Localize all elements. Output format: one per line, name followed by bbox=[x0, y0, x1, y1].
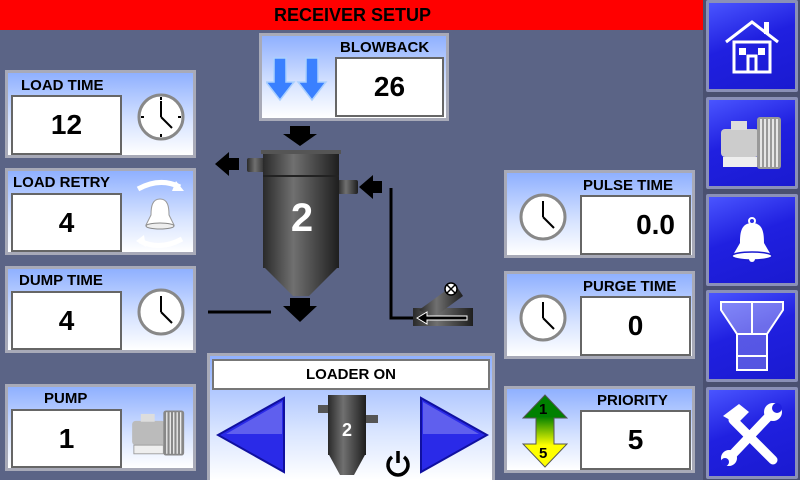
tools-icon bbox=[721, 403, 782, 466]
loader-receiver-number: 2 bbox=[341, 420, 352, 440]
blower-icon bbox=[721, 117, 781, 169]
home-icon bbox=[725, 20, 779, 74]
load-time-label: LOAD TIME bbox=[21, 77, 104, 94]
load-time-panel: LOAD TIME 12 bbox=[5, 70, 196, 158]
power-icon[interactable] bbox=[385, 449, 411, 477]
page-title: RECEIVER SETUP bbox=[0, 0, 705, 30]
pump-label: PUMP bbox=[44, 390, 88, 407]
loader-status: LOADER ON bbox=[212, 359, 490, 390]
clock-icon bbox=[137, 288, 185, 336]
hopper-button[interactable] bbox=[706, 290, 798, 382]
loader-receiver-icon bbox=[318, 395, 382, 477]
blower-icon bbox=[128, 407, 190, 459]
blowback-arrows-icon bbox=[266, 56, 330, 102]
clock-icon bbox=[519, 294, 567, 342]
load-retry-field[interactable]: 4 bbox=[11, 193, 122, 252]
retry-bell-icon bbox=[134, 177, 186, 251]
load-retry-panel: LOAD RETRY 4 bbox=[5, 168, 196, 255]
next-loader-button[interactable] bbox=[419, 396, 489, 474]
tools-button[interactable] bbox=[706, 387, 798, 479]
alarm-bell-icon bbox=[731, 217, 773, 262]
blowback-field[interactable]: 26 bbox=[335, 57, 444, 117]
previous-loader-button[interactable] bbox=[216, 396, 286, 474]
priority-top-label: 1 bbox=[539, 401, 548, 418]
priority-label: PRIORITY bbox=[597, 392, 668, 409]
home-button[interactable] bbox=[706, 0, 798, 92]
purge-time-label: PURGE TIME bbox=[583, 278, 677, 295]
priority-field[interactable]: 5 bbox=[580, 410, 691, 470]
purge-time-field[interactable]: 0 bbox=[580, 296, 691, 356]
pump-button[interactable] bbox=[706, 97, 798, 189]
dump-time-panel: DUMP TIME 4 bbox=[5, 266, 196, 353]
hopper-icon bbox=[720, 301, 784, 371]
receiver-number: 2 bbox=[290, 196, 314, 240]
loader-panel: LOADER ON 2 bbox=[207, 353, 495, 480]
dump-time-label: DUMP TIME bbox=[19, 272, 103, 289]
pulse-time-field[interactable]: 0.0 bbox=[580, 195, 691, 255]
clock-icon bbox=[137, 93, 185, 141]
pump-panel: PUMP 1 bbox=[5, 384, 196, 471]
blowback-label: BLOWBACK bbox=[340, 39, 430, 56]
pulse-time-label: PULSE TIME bbox=[583, 177, 674, 194]
priority-panel: PRIORITY 5 1 5 bbox=[504, 386, 695, 473]
receiver-diagram bbox=[205, 120, 485, 330]
alarm-button[interactable] bbox=[706, 194, 798, 286]
priority-bottom-label: 5 bbox=[539, 445, 548, 462]
blowback-panel: BLOWBACK 26 bbox=[259, 33, 449, 121]
pump-field[interactable]: 1 bbox=[11, 409, 122, 468]
load-retry-label: LOAD RETRY bbox=[13, 174, 110, 191]
clock-icon bbox=[519, 193, 567, 241]
load-time-field[interactable]: 12 bbox=[11, 95, 122, 155]
purge-time-panel: PURGE TIME 0 bbox=[504, 271, 695, 359]
pulse-time-panel: PULSE TIME 0.0 bbox=[504, 170, 695, 258]
priority-arrow-icon: 1 5 bbox=[522, 394, 568, 468]
dump-time-field[interactable]: 4 bbox=[11, 291, 122, 350]
